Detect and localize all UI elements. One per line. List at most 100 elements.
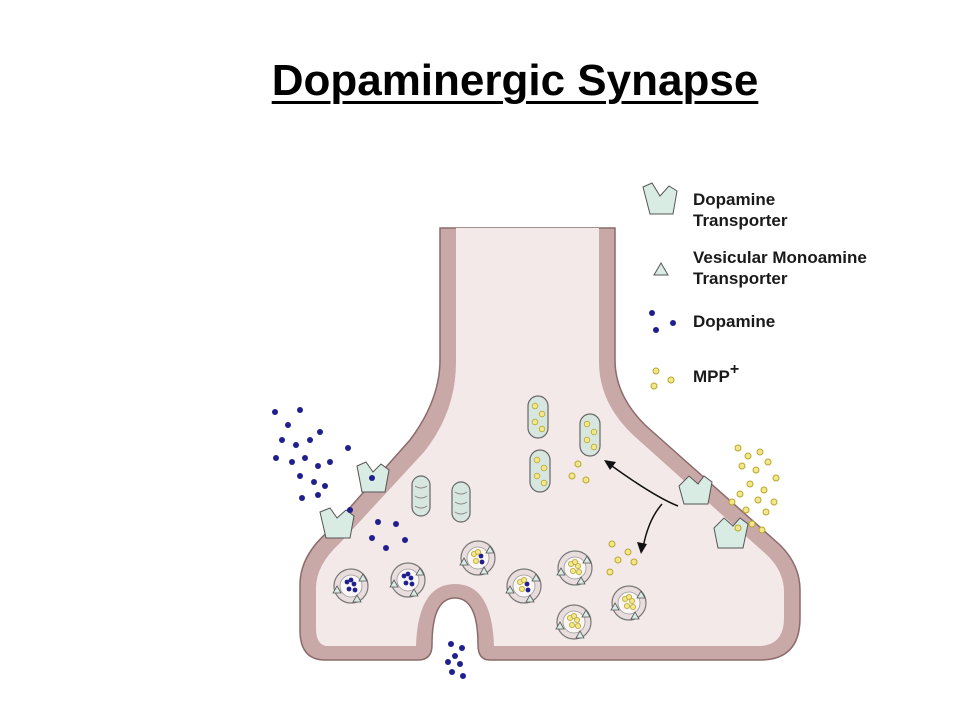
dopamine-molecule <box>405 571 411 577</box>
dopamine-molecule <box>327 459 333 465</box>
mpp-molecule <box>624 603 631 610</box>
vmat-triangle <box>581 609 591 618</box>
dopamine-molecule <box>311 479 317 485</box>
dopamine-molecule <box>345 445 351 451</box>
vesicle <box>389 562 426 598</box>
vmat-triangle <box>555 621 565 630</box>
mpp-molecule <box>736 490 744 498</box>
dopamine-molecule <box>408 575 414 581</box>
legend-vmat-line2: Transporter <box>693 269 788 288</box>
mpp-molecule <box>762 508 770 516</box>
vmat-triangle <box>525 594 535 603</box>
dopamine-molecule <box>279 437 285 443</box>
mpp-molecule <box>742 506 750 514</box>
mpp-molecule <box>754 496 762 504</box>
dopamine-molecule <box>307 437 313 443</box>
mitochondrion-1 <box>411 475 431 517</box>
vesicle <box>556 550 593 586</box>
mpp-molecule <box>574 617 581 624</box>
mpp-molecule <box>630 604 637 611</box>
vmat-triangle <box>556 567 566 576</box>
mpp-molecule <box>519 586 526 593</box>
mpp-molecule <box>570 568 577 575</box>
dopamine-molecule <box>315 463 321 469</box>
dopamine-molecule <box>479 559 485 565</box>
mpp-molecule <box>734 444 742 452</box>
mpp-molecule <box>474 549 481 556</box>
mitochondrion-2 <box>451 481 471 523</box>
dopamine-molecule <box>393 521 399 527</box>
dopamine-molecule <box>299 495 305 501</box>
mpp-molecule <box>728 498 736 506</box>
dopamine-molecule <box>478 553 484 559</box>
legend-mpp: MPP+ <box>693 361 739 386</box>
legend-dat-line1: Dopamine <box>693 190 775 209</box>
mpp-molecule <box>752 466 760 474</box>
dopamine-molecule <box>285 422 291 428</box>
dopamine-molecule <box>448 641 454 647</box>
mpp-molecule <box>738 462 746 470</box>
legend-dopamine-transporter-icon <box>642 182 678 215</box>
dopamine-molecule <box>459 645 465 651</box>
legend-dat-line2: Transporter <box>693 211 788 230</box>
mpp-molecule <box>756 448 764 456</box>
dopamine-transporter-right-1 <box>678 475 713 505</box>
mpp-molecule <box>744 452 752 460</box>
dopamine-molecule <box>445 659 451 665</box>
vesicle <box>332 568 369 604</box>
vmat-triangle <box>636 590 646 599</box>
dopamine-molecule <box>369 475 375 481</box>
vmat-triangle <box>479 566 489 575</box>
mpp-molecule <box>764 458 772 466</box>
vmat-triangle <box>409 588 419 597</box>
legend-dopamine-icon <box>649 310 676 333</box>
mpp-molecule <box>624 548 632 556</box>
vesicle <box>505 568 542 604</box>
dopamine-molecule <box>525 587 531 593</box>
dopamine-molecule <box>460 673 466 679</box>
mitochondrion-4 <box>579 413 601 457</box>
dopamine-molecule <box>351 581 357 587</box>
dopamine-molecule <box>315 492 321 498</box>
mpp-molecule <box>770 498 778 506</box>
vmat-triangle <box>352 594 362 603</box>
mpp-molecule <box>574 460 582 468</box>
dopamine-molecule <box>317 429 323 435</box>
legend-dopamine: Dopamine <box>693 312 775 331</box>
vmat-triangle <box>575 630 585 639</box>
dopamine-molecule <box>346 586 352 592</box>
mpp-molecule <box>569 622 576 629</box>
dopamine-molecule <box>457 661 463 667</box>
dopamine-molecule <box>347 507 353 513</box>
dopamine-molecule <box>297 473 303 479</box>
legend-mpp-text: MPP <box>693 367 730 386</box>
mpp-molecule <box>629 598 636 605</box>
page-title: Dopaminergic Synapse <box>271 56 759 105</box>
vmat-triangle <box>459 557 469 566</box>
dopamine-molecule <box>352 587 358 593</box>
mpp-molecule <box>472 558 479 565</box>
dopamine-molecule <box>383 545 389 551</box>
mpp-molecule <box>614 556 622 564</box>
dopamine-molecule <box>272 409 278 415</box>
mpp-molecule <box>582 476 590 484</box>
arrowhead-lower <box>637 542 647 554</box>
vmat-triangle <box>531 573 541 582</box>
dopamine-molecule <box>302 455 308 461</box>
mpp-molecule <box>734 524 742 532</box>
dopamine-molecule <box>348 577 354 583</box>
mpp-molecule <box>571 613 578 620</box>
vesicle <box>459 540 496 576</box>
vesicle <box>555 604 592 640</box>
mitochondrion-5 <box>529 449 551 493</box>
dopamine-molecule <box>401 573 407 579</box>
legend-mpp-icon <box>650 367 675 390</box>
dopamine-molecule <box>289 459 295 465</box>
mpp-molecule <box>758 526 766 534</box>
arrowhead-upper <box>604 460 616 470</box>
mpp-molecule <box>608 540 616 548</box>
vmat-triangle <box>485 545 495 554</box>
vesicle <box>610 585 647 621</box>
mitochondrion-3 <box>527 395 549 439</box>
mpp-molecule <box>772 474 780 482</box>
